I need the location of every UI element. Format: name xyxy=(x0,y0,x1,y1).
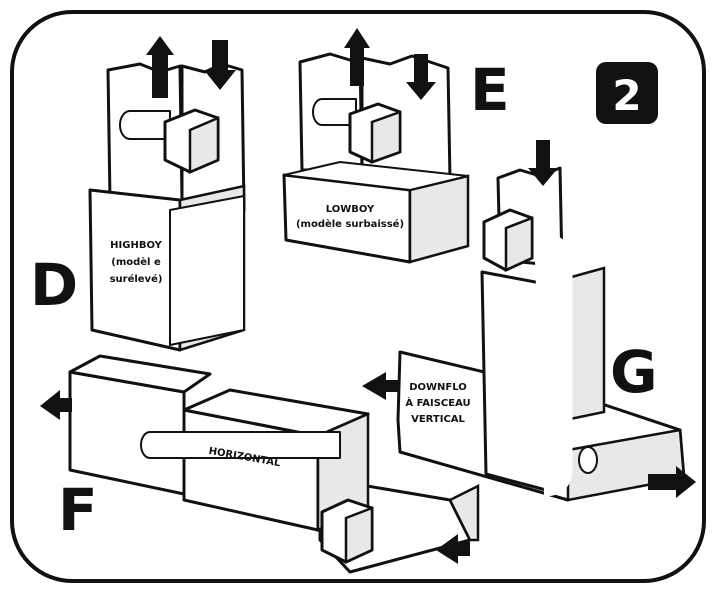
lowboy-label-line-1: LOWBOY xyxy=(326,204,375,215)
left-arrow-icon xyxy=(362,372,398,400)
horizontal-letter: F xyxy=(58,476,98,544)
up-arrow-icon xyxy=(146,36,174,98)
figure-number-badge: 2 xyxy=(596,62,658,124)
downflow-label-line-3: VERTICAL xyxy=(411,414,465,425)
highboy-label-line-1: HIGHBOY xyxy=(110,240,162,251)
horizontal-unit: HORIZONTAL F xyxy=(40,354,480,574)
highboy-unit: HIGHBOY (modèl e surélevé) D xyxy=(30,36,246,352)
left-arrow-icon xyxy=(436,534,470,564)
up-arrow-icon xyxy=(344,28,370,86)
downflow-label-line-2: À FAISCEAU xyxy=(405,396,470,409)
diagram-border xyxy=(10,10,706,583)
highboy-label-line-2: (modèl e xyxy=(111,256,161,268)
down-arrow-icon xyxy=(406,54,436,100)
down-arrow-icon xyxy=(528,140,558,186)
downflow-label-line-1: DOWNFLO xyxy=(409,382,467,393)
lowboy-unit: LOWBOY (modèle surbaissé) E xyxy=(282,28,510,264)
lowboy-label-line-2: (modèle surbaissé) xyxy=(296,218,404,230)
highboy-label-line-3: surélevé) xyxy=(110,273,163,285)
figure-number: 2 xyxy=(612,71,641,120)
downflow-unit: DOWNFLO À FAISCEAU VERTICAL G xyxy=(362,140,696,502)
right-arrow-icon xyxy=(648,466,696,498)
left-arrow-icon xyxy=(40,390,72,420)
lowboy-letter: E xyxy=(470,56,510,124)
downflow-letter: G xyxy=(610,338,658,406)
down-arrow-icon xyxy=(204,40,236,90)
highboy-letter: D xyxy=(30,251,78,319)
